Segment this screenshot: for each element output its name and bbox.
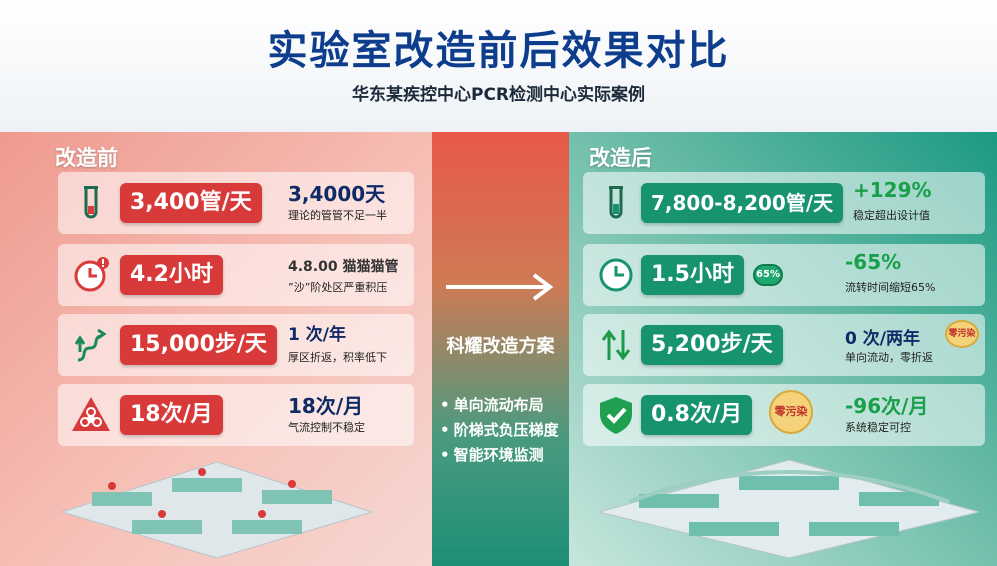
solution-item: 阶梯式负压梯度 (440, 419, 559, 440)
before-row-throughput: 3,400管/天 3,4000天 理论的管管不足一半 (58, 172, 414, 234)
winding-path-icon (74, 328, 107, 362)
before-steps-side: 1 次/年 (288, 325, 346, 345)
after-throughput-note: 稳定超出设计值 (853, 209, 930, 222)
solution-item: 智能环境监测 (440, 444, 559, 465)
percent-badge: 65% (753, 264, 783, 286)
before-contamination-side: 18次/月 (288, 394, 364, 418)
before-throughput-value: 3,400管/天 (120, 183, 262, 223)
test-tube-icon (609, 186, 623, 219)
up-down-arrows-icon (601, 329, 631, 361)
after-throughput-side: +129% (853, 178, 932, 202)
after-row-turnaround: 1.5小时 65% -65% 流转时间缩短65% (583, 244, 985, 306)
before-row-steps: 15,000步/天 1 次/年 厚区折返，积率低下 (58, 314, 414, 376)
after-label: 改造后 (589, 146, 652, 170)
after-turnaround-note: 流转时间缩短65% (845, 281, 936, 294)
after-steps-side: 0 次/两年 (845, 329, 920, 349)
before-turnaround-value: 4.2小时 (120, 255, 223, 295)
page-title: 实验室改造前后效果对比 (267, 28, 730, 74)
before-turnaround-note: ”沙”阶处区严重积压 (288, 281, 388, 294)
after-contamination-note: 系统稳定可控 (845, 421, 911, 434)
before-contamination-note: 气流控制不稳定 (288, 421, 365, 434)
after-row-contamination: 0.8次/月 零污染 -96次/月 系统稳定可控 (583, 384, 985, 446)
solution-panel: 科耀改造方案 单向流动布局 阶梯式负压梯度 智能环境监测 (432, 132, 569, 566)
before-steps-note: 厚区折返，积率低下 (288, 351, 387, 364)
page-subtitle: 华东某疾控中心PCR检测中心实际案例 (351, 85, 646, 105)
test-tube-icon (84, 186, 98, 219)
after-turnaround-side: -65% (845, 250, 902, 274)
arrow-right-icon (446, 273, 554, 301)
before-throughput-side: 3,4000天 (288, 182, 386, 206)
shield-check-icon (600, 397, 632, 434)
after-turnaround-value: 1.5小时 (641, 255, 744, 295)
after-throughput-value: 7,800-8,200管/天 (641, 183, 844, 223)
zero-contamination-badge: 零污染 (945, 320, 979, 348)
after-row-steps: 5,200步/天 0 次/两年 零污染 单向流动，零折返 (583, 314, 985, 376)
before-throughput-note: 理论的管管不足一半 (288, 209, 387, 222)
zero-contamination-seal: 零污染 (769, 390, 813, 434)
before-steps-value: 15,000步/天 (120, 325, 277, 365)
solution-item: 单向流动布局 (440, 394, 559, 415)
before-turnaround-side: 4.8.00 猫猫猫管 (288, 259, 399, 275)
lab-before-illustration (60, 461, 374, 559)
biohazard-icon (72, 397, 110, 431)
after-contamination-value: 0.8次/月 (641, 395, 753, 435)
after-panel: 改造后 7,800-8,200管/天 +129% 稳定超出设计值 1.5小时 6… (569, 132, 997, 566)
before-panel: 改造前 3,400管/天 3,4000天 理论的管管不足一半 4.2小时 4.8… (0, 132, 432, 566)
before-row-turnaround: 4.2小时 4.8.00 猫猫猫管 ”沙”阶处区严重积压 (58, 244, 414, 306)
after-steps-value: 5,200步/天 (641, 325, 783, 365)
after-contamination-side: -96次/月 (845, 394, 929, 418)
clock-icon (599, 258, 633, 292)
lab-after-illustration (598, 459, 980, 559)
before-label: 改造前 (55, 146, 118, 170)
after-row-throughput: 7,800-8,200管/天 +129% 稳定超出设计值 (583, 172, 985, 234)
before-row-contamination: 18次/月 18次/月 气流控制不稳定 (58, 384, 414, 446)
before-contamination-value: 18次/月 (120, 395, 223, 435)
header: 实验室改造前后效果对比 华东某疾控中心PCR检测中心实际案例 (0, 0, 997, 132)
after-steps-note: 单向流动，零折返 (845, 351, 933, 364)
solution-list: 单向流动布局 阶梯式负压梯度 智能环境监测 (440, 394, 559, 469)
solution-title: 科耀改造方案 (446, 336, 555, 357)
clock-alert-icon (74, 257, 109, 292)
